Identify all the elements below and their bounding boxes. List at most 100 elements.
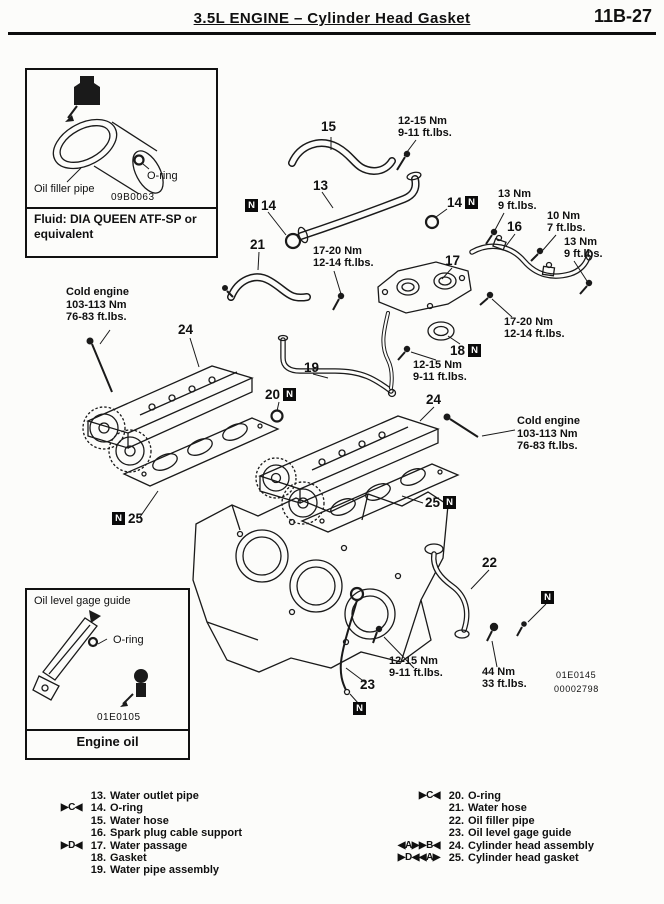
torque-pipe-assy: 12-15 Nm 9-11 ft.lbs. (413, 359, 467, 383)
water-outlet-pipe-drawing (297, 171, 422, 244)
non-reusable-icon: N (443, 496, 457, 509)
cylinder-head-gasket-right-drawing (300, 463, 460, 533)
part-number: 22. (448, 814, 464, 827)
water-hose-21-drawing (227, 273, 311, 302)
parts-list-item: 13. Water outlet pipe (52, 790, 242, 802)
gage-guide-inset: Oil level gage guide O-ring 01E0105 Engi… (25, 588, 190, 760)
part-number: 24. (448, 839, 464, 852)
page-number: 11B-27 (593, 6, 652, 26)
o-ring-label: O-ring (147, 170, 178, 182)
oil-filler-pipe-art (52, 76, 164, 195)
parts-list-item: 22. Oil filler pipe (388, 815, 594, 827)
torque-support-upper: 10 Nm 7 ft.lbs. (547, 210, 586, 234)
figure-code: 00002798 (554, 684, 599, 694)
callout-24-left: 24 (178, 322, 194, 337)
part-label: Water outlet pipe (110, 790, 199, 802)
non-reusable-icon: N (468, 344, 482, 357)
figure-code: 09B0063 (111, 192, 155, 203)
callout-24-right: 24 (426, 392, 442, 407)
engine-oil-caption: Engine oil (76, 734, 139, 749)
part-label: Oil level gage guide (468, 827, 572, 840)
part-number: 15. (90, 814, 106, 827)
part-number: 16. (90, 827, 106, 840)
inset-divider (27, 729, 188, 731)
part-label: O-ring (110, 802, 143, 815)
callout-23: 23 (360, 677, 376, 692)
service-point-marker (388, 815, 440, 827)
service-point-marker: ◀A▶▶B◀ (397, 839, 441, 851)
parts-list-item: ▶C◀ 14. O-ring (52, 802, 242, 814)
part-label: Water pipe assembly (110, 864, 220, 877)
cold-engine-note-right: Cold engine 103-113 Nm 76-83 ft.lbs. (517, 415, 580, 452)
part-number: 17. (90, 839, 106, 852)
part-label: Water hose (468, 802, 527, 815)
non-reusable-icon: N (245, 199, 258, 212)
service-point-marker: ▶C◀ (418, 790, 441, 801)
cylinder-head-gasket-left-drawing (122, 417, 280, 487)
o-ring-drawings (270, 214, 440, 423)
part-number: 19. (90, 864, 106, 877)
figure-code: 01E0105 (97, 712, 141, 723)
service-point-marker (388, 802, 440, 814)
callout-17: 17 (445, 253, 461, 268)
callout-16: 16 (507, 219, 523, 234)
non-reusable-icon: N (112, 512, 125, 525)
callout-19: 19 (304, 360, 320, 375)
non-reusable-icon: N (283, 388, 297, 401)
water-hose-15-drawing (288, 139, 396, 176)
service-point-marker (52, 864, 82, 876)
part-number: 14. (90, 802, 106, 815)
callout-20: 20 N (265, 387, 297, 402)
part-number: 21. (448, 802, 464, 815)
torque-outlet-right: 13 Nm 9 ft.lbs. (498, 188, 537, 212)
callout-15: 15 (321, 119, 337, 134)
inset-divider (27, 207, 216, 209)
engine-block-drawing (192, 491, 449, 673)
oil-filler-pipe-inset: Oil filler pipe O-ring 09B0063 Fluid: DI… (25, 68, 218, 258)
cylinder-head-right-drawing (255, 415, 440, 525)
o-ring-label: O-ring (113, 634, 144, 646)
part-label: Oil filler pipe (468, 814, 535, 827)
parts-list-item: 23. Oil level gage guide (388, 827, 594, 839)
fluid-note: Fluid: DIA QUEEN ATF-SP or equivalent (34, 212, 197, 241)
parts-list-item: ▶C◀ 20. O-ring (388, 790, 594, 802)
parts-list-item: 15. Water hose (52, 815, 242, 827)
part-label: Spark plug cable support (110, 827, 243, 840)
figure-code: 01E0145 (556, 670, 597, 680)
torque-hose-top: 12-15 Nm 9-11 ft.lbs. (398, 115, 452, 139)
parts-list-item: ◀A▶▶B◀ 24. Cylinder head assembly (388, 840, 594, 852)
callout-13: 13 (313, 178, 329, 193)
part-label: Water hose (110, 814, 169, 827)
gasket-18-drawing (427, 321, 455, 341)
oil-level-gage-guide-drawing (339, 586, 365, 696)
gage-guide-art (32, 610, 148, 707)
part-label: Water passage (110, 839, 188, 852)
part-number: 13. (90, 790, 106, 802)
parts-list-item: 19. Water pipe assembly (52, 864, 242, 876)
service-point-marker (52, 790, 82, 802)
torque-filler-bolt: 44 Nm 33 ft.lbs. (482, 666, 527, 690)
water-passage-drawing (377, 261, 472, 314)
spark-plug-cable-support-drawing (469, 234, 593, 279)
parts-list-left: 13. Water outlet pipe ▶C◀ 14. O-ring 15.… (52, 790, 242, 877)
parts-list-item: 21. Water hose (388, 802, 594, 814)
callout-14-right: 14 N (447, 195, 479, 210)
torque-passage-right: 17-20 Nm 12-14 ft.lbs. (504, 316, 565, 340)
callout-14-left: N 14 (245, 198, 276, 213)
part-number: 18. (90, 852, 106, 865)
callout-18: 18 N (450, 343, 482, 358)
part-label: Cylinder head gasket (468, 852, 579, 865)
torque-gage-guide: 12-15 Nm 9-11 ft.lbs. (389, 655, 443, 679)
parts-list-item: ▶D◀◀A▶ 25. Cylinder head gasket (388, 852, 594, 864)
non-reusable-icon: N (541, 591, 554, 604)
service-point-marker: ▶D◀◀A▶ (397, 852, 441, 864)
service-point-marker (52, 827, 82, 839)
non-reusable-icon: N (465, 196, 479, 209)
non-reusable-icon: N (353, 702, 366, 715)
parts-list-right: ▶C◀ 20. O-ring 21. Water hose 22. Oil fi… (388, 790, 594, 864)
water-pipe-assembly-drawing (277, 311, 397, 398)
callout-22: 22 (482, 555, 498, 570)
part-label: Gasket (110, 852, 147, 865)
part-number: 25. (448, 852, 464, 865)
